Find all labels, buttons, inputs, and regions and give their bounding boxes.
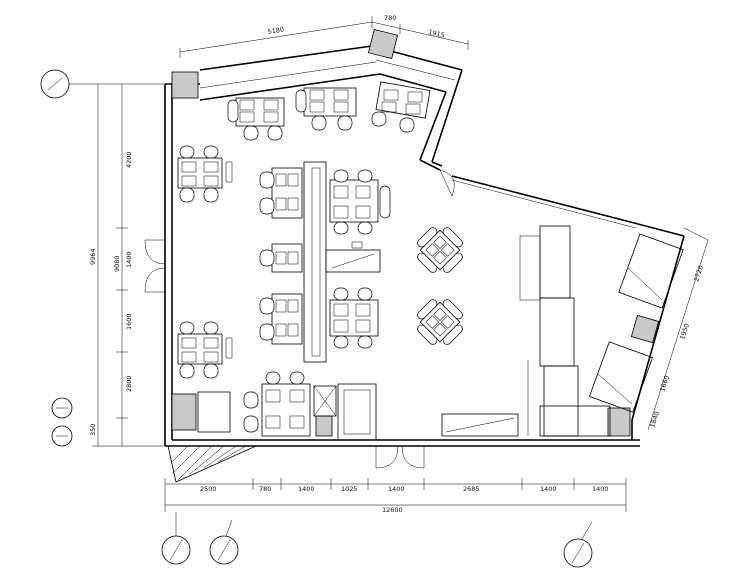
table-group-center-right-1	[329, 169, 391, 235]
right-dim-2: 1950	[678, 322, 691, 340]
column-right-2	[607, 407, 631, 437]
left-dim-seg-5: 350	[89, 424, 97, 436]
top-dim-1: 5180	[267, 25, 285, 35]
left-dim-seg-2: 1400	[125, 251, 133, 268]
table-group-top-1	[227, 97, 285, 141]
bottom-dim-8: 1400	[592, 485, 609, 493]
left-dim-outer: 9080	[113, 255, 121, 272]
bottom-dim-5: 1400	[388, 485, 405, 493]
bottom-dim-7: 1400	[540, 485, 557, 493]
building-walls	[144, 45, 685, 483]
top-dim-3: 1915	[428, 28, 446, 40]
bottom-dimension-lines: 2500 780 1400 1025 1400 2685 1400 1400 1…	[164, 478, 627, 514]
table-group-bottom-left	[197, 371, 311, 437]
table-group-left-top	[177, 145, 233, 203]
table-group-center-left-2	[259, 243, 303, 273]
table-group-center-right-2	[329, 287, 379, 349]
bottom-dim-2: 780	[259, 485, 271, 493]
axis-bubble-bottom-2	[209, 535, 239, 565]
axis-bubble-left-bottom-1	[51, 397, 73, 419]
left-dimension-lines: 9964 9080 4200 1400 1600 2800 350	[89, 83, 170, 447]
left-dim-seg-4: 2800	[125, 375, 133, 392]
table-group-top-2	[295, 87, 357, 131]
column-bottom-left	[171, 393, 197, 431]
right-dim-4: 1840	[648, 410, 661, 428]
table-group-center-left-1	[259, 167, 303, 219]
bottom-dim-3: 1400	[298, 485, 315, 493]
bottom-dim-total: 12600	[382, 506, 403, 514]
column-right-1	[630, 314, 660, 344]
columns	[171, 28, 660, 437]
column-top-middle	[367, 28, 399, 60]
table-diamond-2	[417, 299, 463, 345]
left-dim-seg-1: 4200	[125, 151, 133, 168]
table-group-center-left-3	[259, 293, 303, 345]
axis-bubble-left-bottom-2	[51, 425, 73, 447]
right-counters	[519, 225, 684, 437]
service-blocks-bottom	[313, 383, 519, 441]
central-counter	[303, 161, 381, 363]
column-bottom-mid	[315, 415, 333, 437]
left-dim-seg-3: 1600	[125, 313, 133, 330]
axis-bubbles	[40, 69, 593, 568]
bottom-dim-1: 2500	[200, 485, 217, 493]
hatch-area	[171, 445, 247, 481]
left-dim-overall: 9964	[89, 248, 97, 265]
bottom-dim-6: 2685	[463, 485, 480, 493]
top-dimension-line: 5180 780 1915	[179, 14, 469, 58]
column-top-left	[171, 71, 199, 99]
right-dim-1: 2720	[692, 264, 705, 282]
bottom-dim-4: 1025	[341, 485, 358, 493]
table-group-left-bottom	[177, 321, 233, 379]
table-group-top-3	[371, 81, 431, 133]
top-dim-2: 780	[384, 14, 396, 22]
table-diamond-1	[417, 227, 463, 273]
right-dim-3: 1660	[658, 374, 671, 392]
axis-bubble-bottom-3	[563, 538, 593, 568]
